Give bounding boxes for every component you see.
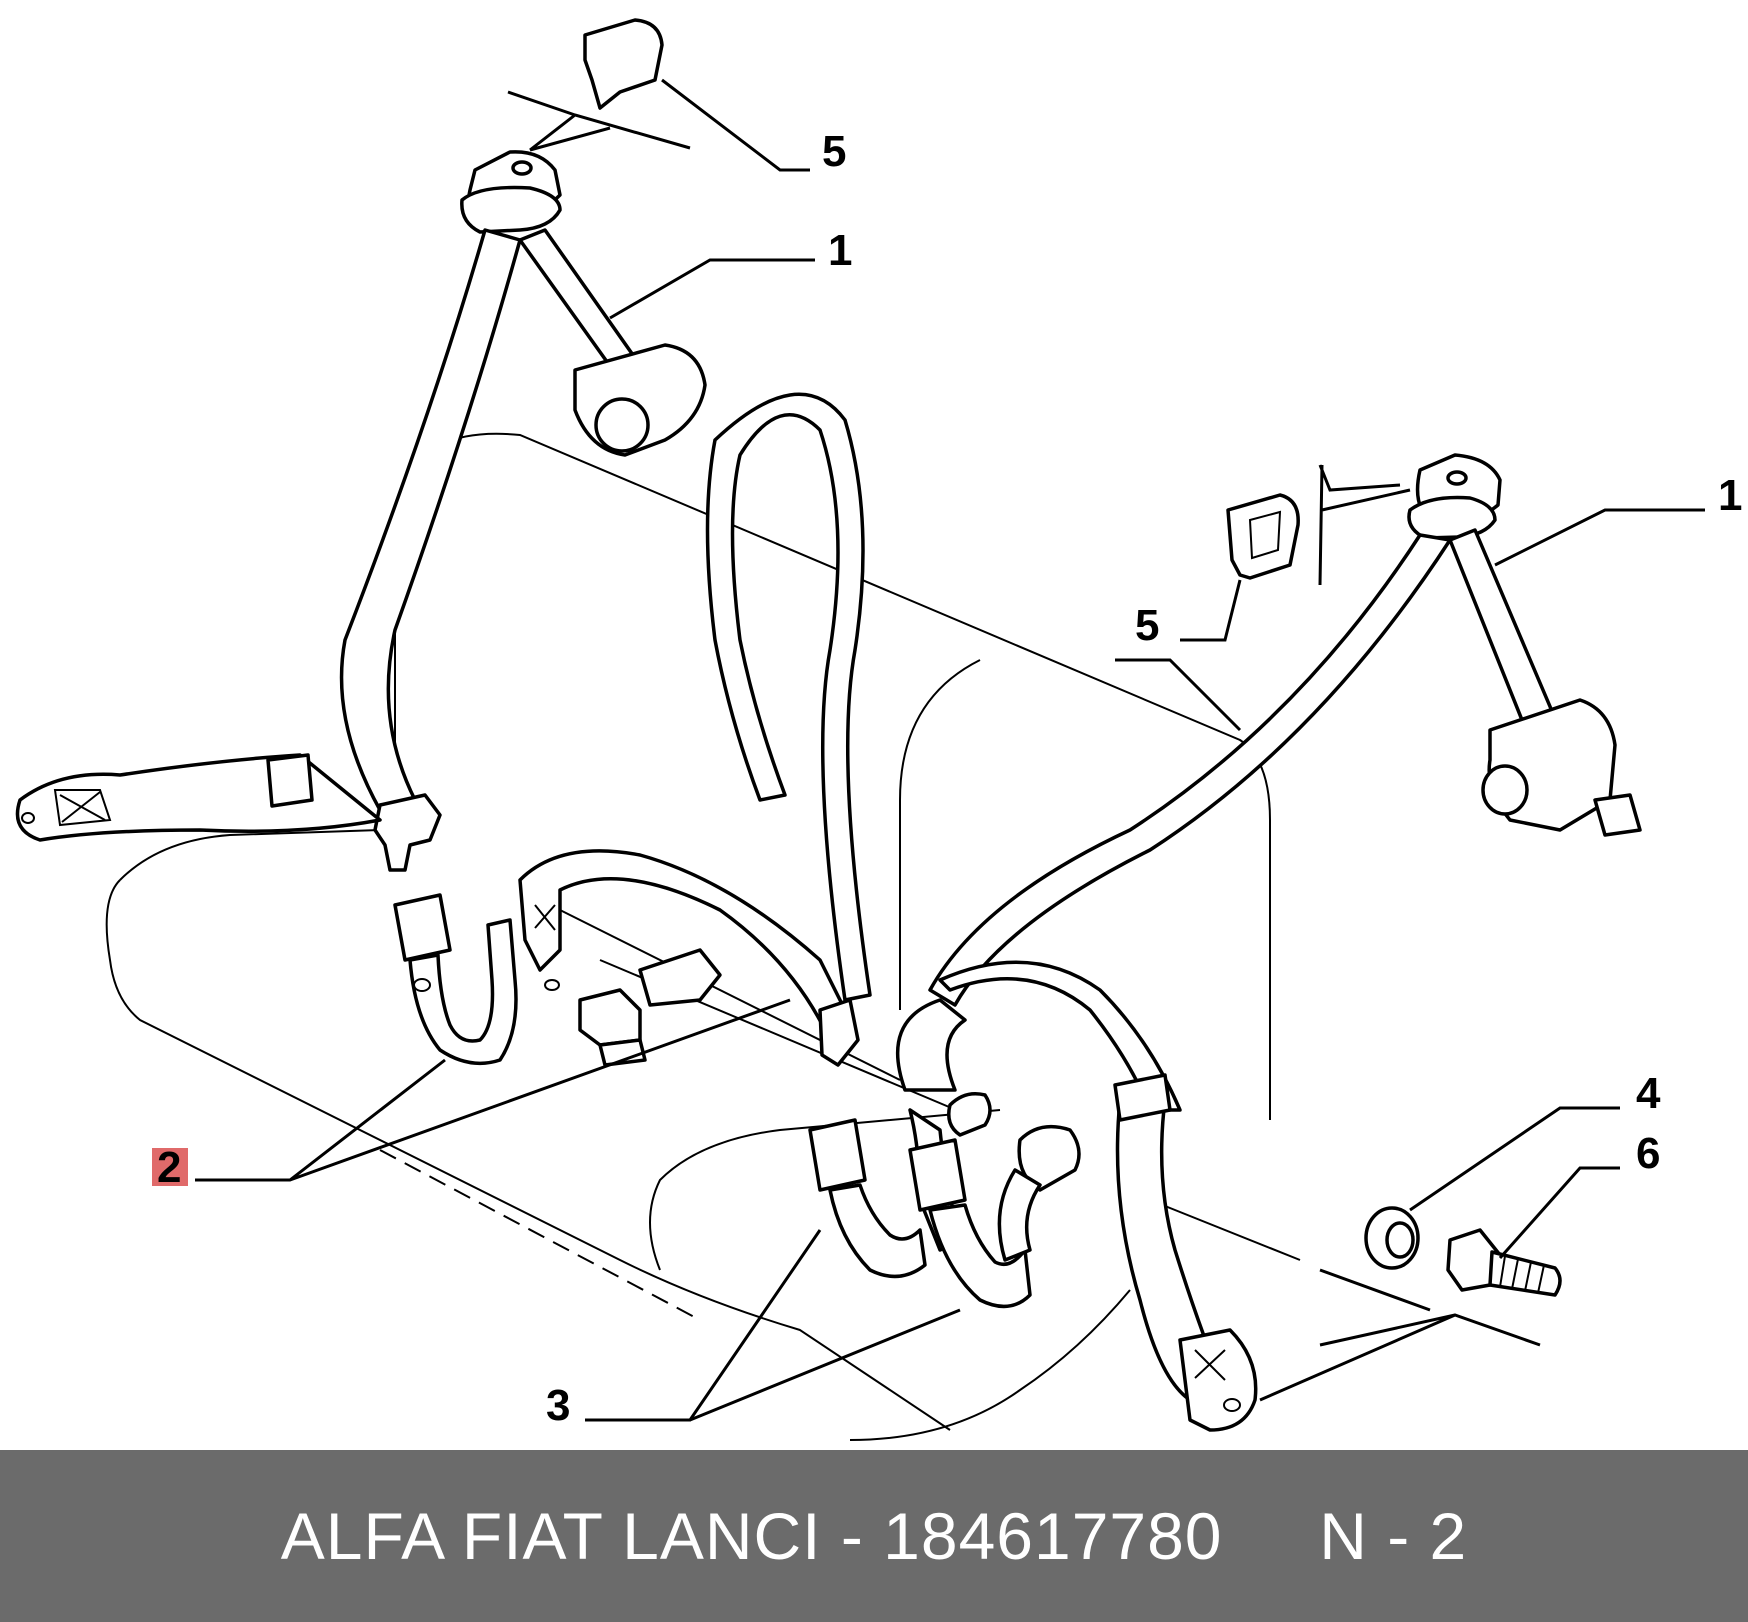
callout-4: 4	[1636, 1069, 1661, 1118]
center-loop-belt	[705, 392, 872, 1002]
callout-6: 6	[1636, 1129, 1660, 1178]
callout-2-highlight	[152, 1148, 188, 1186]
washer	[1364, 1206, 1420, 1270]
left-retractor-belt	[15, 150, 707, 872]
trim-cover-top	[583, 18, 664, 110]
left-center-buckle	[393, 893, 518, 1066]
rear-seat-outline	[105, 432, 1301, 1441]
bolt	[1446, 1228, 1562, 1297]
center-lap-belt	[518, 849, 860, 1067]
callout-2: 2	[157, 1143, 181, 1192]
right-retractor-belt	[896, 453, 1642, 1112]
callout-1-right: 1	[1718, 471, 1742, 520]
seat-belt-diagram: 5 1 1 5 4 6 2 3	[15, 18, 1742, 1441]
trim-cover-right	[1226, 493, 1300, 580]
center-seat-mounts	[578, 948, 722, 1067]
part-number-footer: ALFA FIAT LANCI - 184617780 N - 2	[0, 1450, 1748, 1622]
callout-5-mid: 5	[1135, 601, 1159, 650]
callout-1-left: 1	[828, 226, 852, 275]
callout-5-top: 5	[822, 127, 846, 176]
footer-part-label: ALFA FIAT LANCI - 184617780 N - 2	[280, 1499, 1468, 1573]
leader-lines	[195, 78, 1705, 1422]
right-center-buckles	[808, 1092, 1081, 1309]
right-lap-belt-anchor	[1113, 1073, 1258, 1432]
callout-3: 3	[546, 1381, 570, 1430]
